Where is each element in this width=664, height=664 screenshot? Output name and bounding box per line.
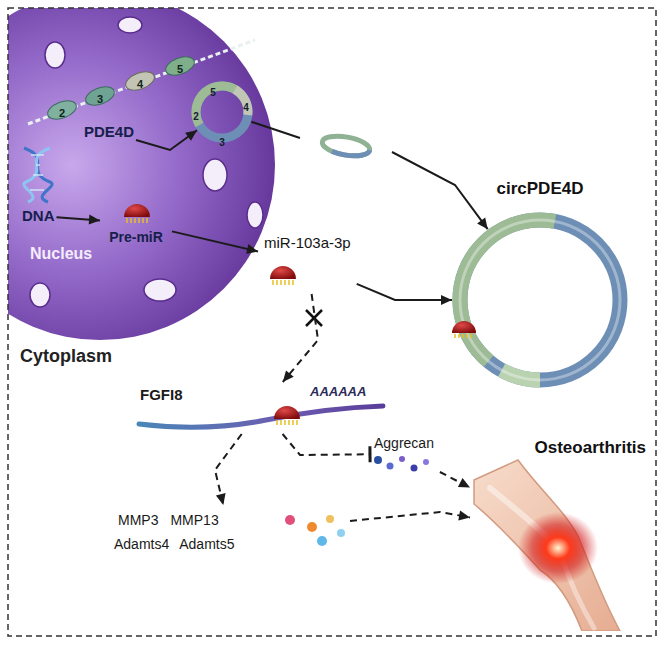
text-holder: Adamts5 [179,535,234,553]
circrna-small-node: 5432 [190,80,254,144]
mirna-blob [268,262,298,286]
text-holder: Osteoarthritis [535,438,646,458]
connector-line [440,472,470,488]
node-label: MMP13 [170,512,218,529]
node-label: MMP3 [118,512,158,529]
dna-label-box: DNA [20,205,57,227]
text-holder: Adamts4 [114,535,169,553]
text-holder: 3 [219,132,225,150]
arrowhead [283,370,294,382]
text-holder: Cytoplasm [20,346,112,368]
text-holder: FGFI8 [140,386,183,404]
nucleus-region: Nucleus PDE4D 5 4 3 2DNA Pre-miR [0,0,275,340]
mirna-blob [122,200,152,224]
text-holder: 4 [243,97,249,115]
text-holder: DNA [22,207,55,225]
exon-number: 4 [137,78,143,91]
connector-line [215,434,242,505]
text-holder: MMP13 [170,511,218,529]
node-label: DNA [22,207,55,225]
exon-number: 2 [59,107,65,120]
node-label: 3 [219,137,225,149]
arrowhead [216,493,226,505]
aggrecan-node: Aggrecan [370,432,440,476]
text-holder: PDE4D [84,123,134,141]
connector-line [357,284,452,300]
node-label: Osteoarthritis [535,438,646,458]
node-label: PDE4D [84,123,134,141]
text-holder: 5 [177,59,183,77]
text-holder: Pre-miR [109,228,163,246]
connector [283,434,371,462]
text-holder: AAAAAA [310,382,366,400]
mirna-blob [272,402,302,426]
circrna-node: circPDE4D [447,207,633,393]
connector [357,284,452,305]
connector [215,434,242,505]
node-label: Nucleus [30,244,92,263]
node-label: Aggrecan [374,435,434,452]
disease-node: Osteoarthritis [470,436,648,631]
gene-label-box: PDE4D [82,121,136,143]
text-holder: 5 [210,82,216,100]
text-holder: circPDE4D [497,179,584,199]
node-label: Adamts4 [114,536,169,553]
circrna-ring [447,207,633,393]
arrowhead [458,478,470,488]
node-label: 5 [210,87,216,99]
pre-mir-node: Pre-miR [100,196,172,250]
node-label: miR-103a-3p [264,234,351,252]
text-holder: Aggrecan [374,434,434,452]
node-label: circPDE4D [497,179,584,199]
node-label: Pre-miR [109,229,163,246]
mirna-node: miR-103a-3p [258,232,357,294]
aggrecan-dots [374,456,429,472]
connector-line [251,122,487,229]
exon-number: 5 [177,63,183,76]
connector [283,294,318,382]
protease-dots [285,515,345,546]
text-holder: 4 [137,74,143,92]
connector [440,472,470,488]
node-label: Adamts5 [179,536,234,553]
connector [251,122,487,229]
region-label: Cytoplasm [20,346,112,368]
connector-line [350,512,470,521]
arrowhead [441,295,452,305]
nucleus-sphere [0,0,275,340]
block-mark [306,310,322,326]
arrowhead [477,217,488,229]
connector-line [283,434,370,455]
arrowhead [458,511,470,521]
connector [350,511,470,522]
node-label: 4 [243,102,249,114]
connector-line [283,294,318,382]
mrna-node: FGFI8 AAAAAA [136,382,386,434]
text-holder: 2 [59,103,65,121]
text-holder: MMP3 [118,511,158,529]
node-label: 2 [193,111,199,123]
exon-number: 3 [97,93,103,106]
text-holder: miR-103a-3p [264,234,351,252]
text-holder: 3 [97,89,103,107]
knee-illustration [470,436,648,631]
inhibition-bar [368,446,371,462]
node-label: FGFI8 [140,386,183,404]
protease-node: MMP3 MMP13Adamts4 Adamts5 [110,505,350,561]
text-holder: 2 [193,106,199,124]
linear-rna-ring [321,133,371,159]
text-holder: Nucleus [30,244,92,263]
node-label: AAAAAA [310,384,366,400]
